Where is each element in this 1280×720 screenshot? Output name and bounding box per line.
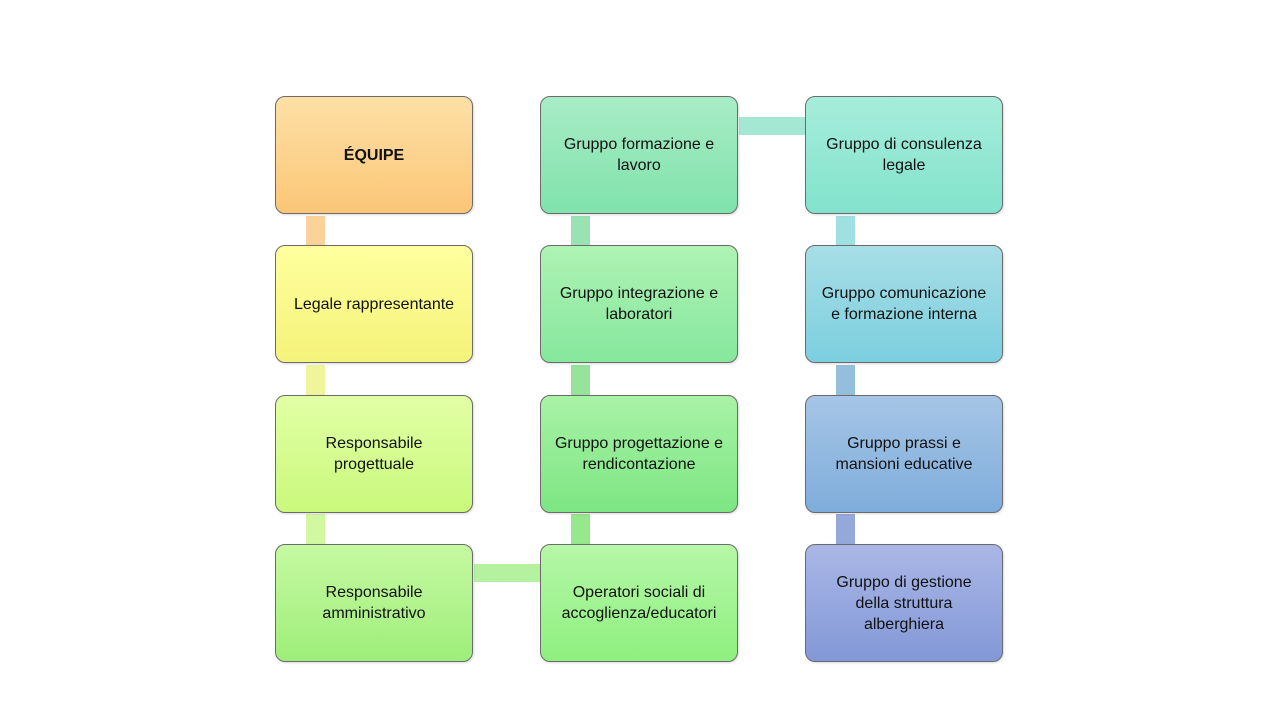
node-gruppo-integrazione: Gruppo integrazione e laboratori — [540, 245, 738, 363]
node-label: ÉQUIPE — [343, 146, 405, 164]
connector-integrazione-formazione — [571, 216, 590, 246]
connector-equipe-legale — [306, 216, 325, 246]
connector-amministrativo-operatori — [474, 564, 541, 582]
node-equipe: ÉQUIPE — [275, 96, 473, 214]
node-label: Gruppo formazione e lavoro — [563, 136, 715, 174]
node-gruppo-gestione: Gruppo di gestione della struttura alber… — [805, 544, 1003, 662]
connector-formazione-consulenza — [739, 117, 806, 135]
node-gruppo-formazione: Gruppo formazione e lavoro — [540, 96, 738, 214]
node-label: Gruppo prassi e mansioni educative — [835, 435, 973, 473]
node-responsabile-amministrativo: Responsabile amministrativo — [275, 544, 473, 662]
node-label: Legale rappresentante — [293, 295, 455, 313]
node-label: Gruppo di gestione della struttura alber… — [836, 573, 972, 633]
node-label: Operatori sociali di accoglienza/educato… — [561, 584, 717, 622]
node-gruppo-prassi: Gruppo prassi e mansioni educative — [805, 395, 1003, 513]
node-gruppo-progettazione: Gruppo progettazione e rendicontazione — [540, 395, 738, 513]
node-responsabile-progettuale: Responsabile progettuale — [275, 395, 473, 513]
node-label: Gruppo progettazione e rendicontazione — [554, 435, 724, 473]
connector-legale-progettuale — [306, 365, 325, 396]
node-legale-rappresentante: Legale rappresentante — [275, 245, 473, 363]
connector-prassi-gestione — [836, 514, 855, 545]
node-label: Responsabile progettuale — [325, 435, 423, 473]
node-gruppo-consulenza: Gruppo di consulenza legale — [805, 96, 1003, 214]
connector-progettuale-amministrativo — [306, 514, 325, 545]
node-label: Gruppo integrazione e laboratori — [559, 285, 719, 323]
connector-progettazione-integrazione — [571, 365, 590, 396]
node-label: Gruppo di consulenza legale — [826, 136, 982, 174]
node-label: Gruppo comunicazione e formazione intern… — [821, 285, 987, 323]
connector-consulenza-comunicazione — [836, 216, 855, 246]
node-operatori-sociali: Operatori sociali di accoglienza/educato… — [540, 544, 738, 662]
node-label: Responsabile amministrativo — [322, 584, 426, 622]
connector-operatori-progettazione — [571, 514, 590, 545]
node-gruppo-comunicazione: Gruppo comunicazione e formazione intern… — [805, 245, 1003, 363]
connector-comunicazione-prassi — [836, 365, 855, 396]
